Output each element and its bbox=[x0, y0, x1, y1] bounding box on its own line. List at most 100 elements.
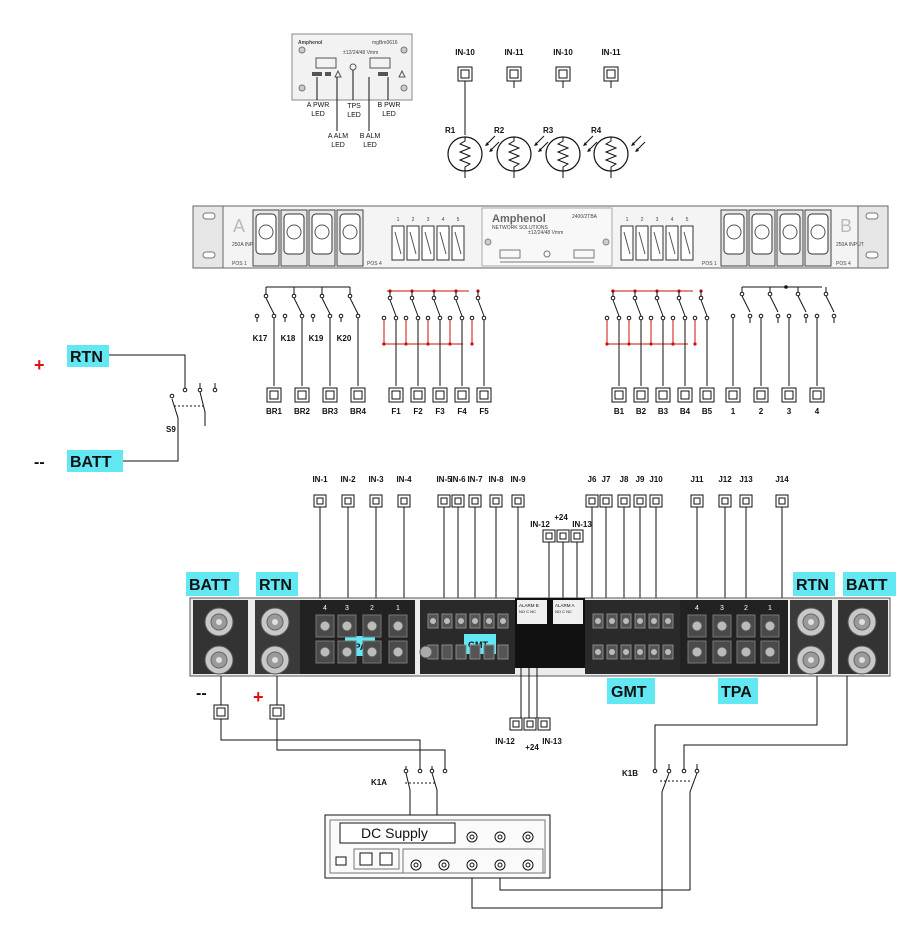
contact-point bbox=[431, 295, 437, 301]
terminal-screw bbox=[400, 497, 408, 505]
control-button[interactable] bbox=[379, 852, 393, 866]
wire bbox=[825, 295, 835, 313]
terminal-label: J8 bbox=[620, 475, 629, 484]
led-label-line: A ALM bbox=[328, 133, 348, 140]
binding-post-center bbox=[525, 862, 531, 868]
lug-center bbox=[859, 657, 865, 663]
terminal-label: IN-1 bbox=[312, 475, 328, 484]
terminal-screw bbox=[435, 390, 445, 400]
stud-screw bbox=[740, 620, 752, 632]
gmt-fuse-holder bbox=[441, 644, 453, 660]
terminal-screw bbox=[413, 390, 423, 400]
stud-screw bbox=[716, 620, 728, 632]
resistor-label: R1 bbox=[445, 126, 456, 135]
resistor-zigzag bbox=[556, 137, 570, 171]
terminal-screw bbox=[602, 497, 610, 505]
rack-slot-icon bbox=[202, 251, 216, 259]
lug-center bbox=[808, 619, 814, 625]
gmt-fuse-holder bbox=[469, 644, 481, 660]
power-button[interactable] bbox=[335, 856, 347, 866]
led-window bbox=[499, 249, 521, 259]
wire bbox=[389, 299, 397, 317]
contact-point bbox=[767, 291, 773, 297]
stud-screw bbox=[716, 646, 728, 658]
wire bbox=[797, 295, 807, 313]
terminal-label: F3 bbox=[435, 407, 445, 416]
s9-minus-sign: -- bbox=[34, 454, 45, 471]
terminal-label: IN-7 bbox=[467, 475, 483, 484]
position-number: 2 bbox=[744, 605, 748, 612]
led-label-line: B PWR bbox=[378, 102, 401, 109]
lug-center bbox=[272, 619, 278, 625]
s9-switch-circuit: + RTN -- BATT S9 bbox=[34, 345, 218, 472]
gmt-big-label: GMT bbox=[611, 684, 647, 701]
lower-plus-sign: + bbox=[253, 687, 264, 707]
control-button[interactable] bbox=[359, 852, 373, 866]
terminal-screw bbox=[540, 720, 548, 728]
terminal-label: J11 bbox=[691, 475, 704, 484]
contact-point bbox=[338, 313, 344, 319]
wire bbox=[477, 299, 485, 317]
contact-point bbox=[692, 315, 698, 321]
terminal-label: F1 bbox=[391, 407, 401, 416]
contact-point bbox=[437, 315, 443, 321]
terminal-screw bbox=[606, 69, 616, 79]
terminal-label: IN-2 bbox=[340, 475, 356, 484]
resistor-zigzag bbox=[507, 137, 521, 171]
bus-node bbox=[382, 342, 386, 346]
lower-supply-wiring: -- + K1A K1B bbox=[196, 676, 848, 909]
contact-point bbox=[604, 315, 610, 321]
contact-point bbox=[459, 315, 465, 321]
alarm-b-pins: NO C NC bbox=[519, 609, 536, 614]
led-label-line: TPS bbox=[347, 103, 361, 110]
contact-point bbox=[803, 313, 809, 319]
led-icon bbox=[543, 250, 551, 258]
terminal-label: 4 bbox=[815, 407, 820, 416]
rack-brand: Amphenol bbox=[492, 213, 546, 225]
tpa-big-label: TPA bbox=[721, 684, 752, 701]
terminal-label: IN-11 bbox=[504, 48, 524, 57]
contact-point bbox=[319, 293, 325, 299]
breaker-knob bbox=[286, 224, 302, 240]
terminal-label: B4 bbox=[680, 407, 691, 416]
rear-labels: BATT RTN RTN BATT GMT TPA bbox=[186, 572, 896, 704]
rear-panel: ALARM B ALARM A NO C NC NO C NC TPA GMT bbox=[189, 597, 891, 677]
led-panel-brand: Amphenol bbox=[298, 40, 323, 46]
gmt-screw bbox=[665, 649, 671, 655]
slot-number: 5 bbox=[686, 217, 689, 223]
gmt-screw bbox=[623, 618, 629, 624]
terminal-screw bbox=[512, 720, 520, 728]
contact-point bbox=[453, 295, 459, 301]
led-label-line: LED bbox=[382, 111, 396, 118]
stud-screw bbox=[341, 646, 353, 658]
terminal-label: +24 bbox=[554, 513, 568, 522]
terminal-label: IN-6 bbox=[450, 475, 466, 484]
contact-point bbox=[747, 313, 753, 319]
gmt-big-badge bbox=[607, 678, 655, 704]
terminal-label: +24 bbox=[525, 743, 539, 752]
light-arrow-icon bbox=[632, 135, 642, 145]
arrowhead-icon bbox=[538, 148, 542, 152]
terminal-label: BR1 bbox=[266, 407, 283, 416]
alarm-a-connector bbox=[553, 600, 583, 624]
s9-plus-sign: + bbox=[34, 355, 45, 375]
s9-batt-badge bbox=[67, 450, 123, 472]
light-arrow-icon bbox=[490, 141, 500, 151]
s9-rtn-label: RTN bbox=[70, 349, 103, 366]
breaker-knob bbox=[810, 224, 826, 240]
relay-label: K17 bbox=[253, 334, 268, 343]
terminal-label: IN-13 bbox=[572, 520, 592, 529]
terminal-label: J7 bbox=[602, 475, 611, 484]
light-arrow-icon bbox=[535, 135, 545, 145]
contact-point bbox=[271, 313, 277, 319]
terminal-label: IN-9 bbox=[510, 475, 526, 484]
stud-screw bbox=[366, 620, 378, 632]
bus-node bbox=[448, 342, 452, 346]
gmt-screw bbox=[665, 618, 671, 624]
screw-icon bbox=[298, 46, 306, 54]
terminal-label: 2 bbox=[759, 407, 764, 416]
lug-center bbox=[216, 657, 222, 663]
